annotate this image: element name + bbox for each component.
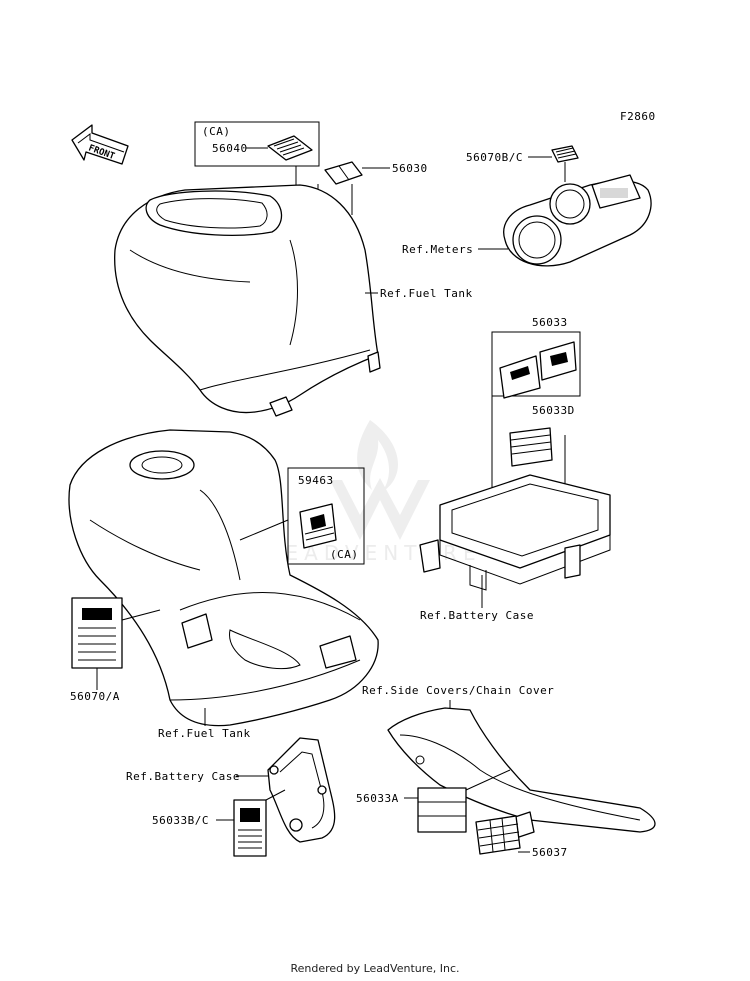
decal-56040-icon xyxy=(267,135,313,161)
part-number-56030: 56030 xyxy=(392,162,428,175)
watermark-text: LEADVENTURE xyxy=(268,541,481,565)
part-number-56033d: 56033D xyxy=(532,404,575,417)
fuel-tank-lower xyxy=(68,429,379,727)
battery-case-bracket-left xyxy=(267,737,336,843)
ref-meters: Ref.Meters xyxy=(402,243,473,256)
decal-56033bc-icon xyxy=(233,799,267,857)
label-ca-mid: (CA) xyxy=(330,548,359,561)
part-number-56033a: 56033A xyxy=(356,792,399,805)
part-number-56037: 56037 xyxy=(532,846,568,859)
decal-56033d-icon xyxy=(509,427,553,467)
ref-side-covers-chain-cover: Ref.Side Covers/Chain Cover xyxy=(362,684,554,697)
diagram-code: F2860 xyxy=(620,110,656,123)
ref-battery-case-right: Ref.Battery Case xyxy=(420,609,534,622)
part-number-56070bc: 56070B/C xyxy=(466,151,523,164)
fuel-tank-upper xyxy=(114,184,381,417)
decal-56033-icon xyxy=(499,341,577,399)
part-number-56033bc: 56033B/C xyxy=(152,814,209,827)
watermark-logo xyxy=(330,420,430,540)
part-number-56070a: 56070/A xyxy=(70,690,120,703)
footer-credit: Rendered by LeadVenture, Inc. xyxy=(290,962,460,975)
decal-59463-icon xyxy=(299,503,337,549)
decal-56070bc-icon xyxy=(551,145,579,163)
part-number-56033: 56033 xyxy=(532,316,568,329)
ref-fuel-tank-lower: Ref.Fuel Tank xyxy=(158,727,251,740)
ref-fuel-tank-upper: Ref.Fuel Tank xyxy=(380,287,473,300)
battery-case-right xyxy=(419,474,611,591)
front-arrow-icon xyxy=(71,124,129,165)
ref-battery-case-left: Ref.Battery Case xyxy=(126,770,240,783)
decal-56070a-icon xyxy=(71,597,123,669)
decal-56033a-icon xyxy=(417,787,467,833)
part-number-56040: 56040 xyxy=(212,142,248,155)
part-number-59463: 59463 xyxy=(298,474,334,487)
decal-56037-icon xyxy=(475,815,521,855)
label-ca-top: (CA) xyxy=(202,125,231,138)
meter-cluster xyxy=(503,174,652,267)
decal-56030-icon xyxy=(324,161,363,185)
callout-box-56033 xyxy=(491,331,581,397)
ca-callout-box-59463 xyxy=(287,467,365,565)
ca-callout-box xyxy=(194,121,320,167)
